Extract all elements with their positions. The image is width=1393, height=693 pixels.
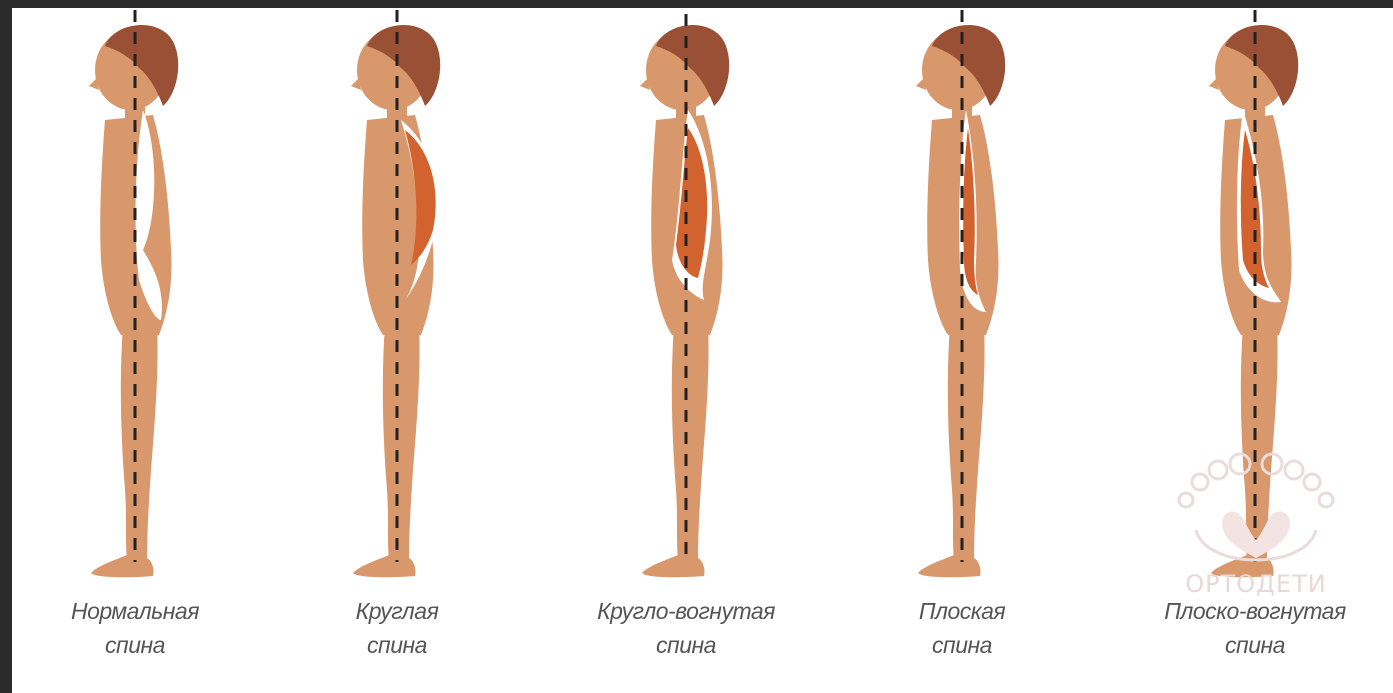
caption-line: спина <box>556 628 816 662</box>
caption-line: Круглая <box>267 594 527 628</box>
caption-line: спина <box>1125 628 1385 662</box>
caption-line: спина <box>267 628 527 662</box>
caption-line: спина <box>832 628 1092 662</box>
caption-line: Нормальная <box>5 594 265 628</box>
caption-normal: Нормальная спина <box>5 594 265 662</box>
caption-line: Плоская <box>832 594 1092 628</box>
caption-round-concave: Кругло-вогнутая спина <box>556 594 816 662</box>
caption-line: спина <box>5 628 265 662</box>
caption-line: Плоско-вогнутая <box>1125 594 1385 628</box>
caption-line: Кругло-вогнутая <box>556 594 816 628</box>
caption-round: Круглая спина <box>267 594 527 662</box>
caption-flat-concave: Плоско-вогнутая спина <box>1125 594 1385 662</box>
caption-flat: Плоская спина <box>832 594 1092 662</box>
